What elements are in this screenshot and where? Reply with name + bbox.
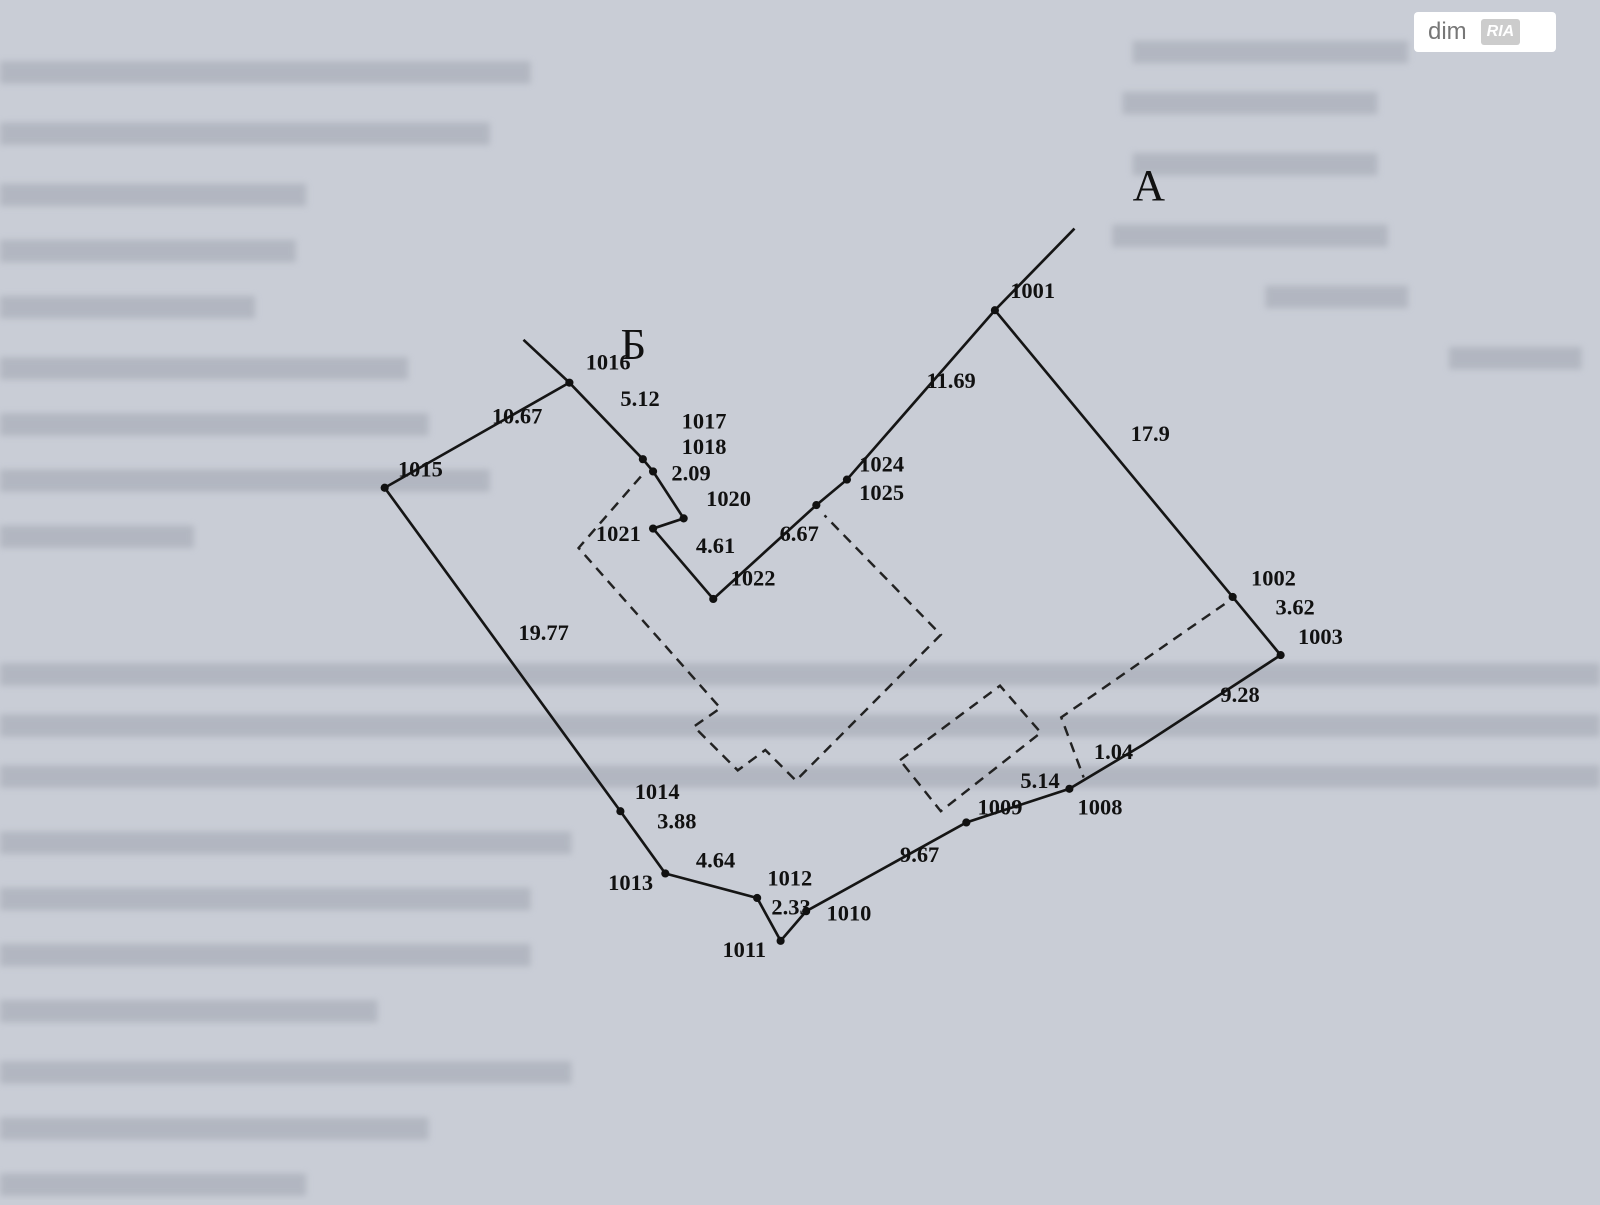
point-label: 1013 <box>608 870 653 895</box>
point-label: 1018 <box>682 434 727 459</box>
segment-length: 5.14 <box>1020 768 1059 793</box>
logo-dim-text: dim <box>1428 18 1467 45</box>
point-label: 1025 <box>859 480 904 505</box>
point-label: 1012 <box>767 866 812 891</box>
point-label: 1014 <box>635 779 680 804</box>
segment-length: 3.88 <box>657 809 696 834</box>
segment-length: 10.67 <box>492 403 542 428</box>
segment-length: 4.64 <box>696 847 735 872</box>
segment-length: 19.77 <box>518 620 568 645</box>
point-label: 1021 <box>596 521 641 546</box>
segment-length: 6.67 <box>780 521 819 546</box>
segment-length: 5.12 <box>620 386 659 411</box>
point-label: 1009 <box>978 794 1023 819</box>
point-label: 1016 <box>586 349 631 374</box>
point-label: 1008 <box>1078 794 1123 819</box>
point-label: 1011 <box>722 937 766 962</box>
segment-length: 11.69 <box>927 368 976 393</box>
direction-a: А <box>1133 160 1166 210</box>
plot-boundary <box>382 227 1283 944</box>
segment-length: 2.09 <box>671 461 710 486</box>
background-blur-text <box>0 40 1600 1196</box>
point-label: 1010 <box>827 900 872 925</box>
segment-length: 1.04 <box>1094 739 1133 764</box>
logo-ria-badge: RIA <box>1480 19 1521 45</box>
point-label: 1024 <box>859 451 904 476</box>
point-label: 1022 <box>731 566 776 591</box>
segment-length: 17.9 <box>1131 421 1170 446</box>
direction-b: Б <box>620 319 646 369</box>
segment-length: 9.67 <box>900 842 939 867</box>
point-label: 1020 <box>706 486 751 511</box>
segment-length: 9.28 <box>1220 682 1259 707</box>
point-label: 1017 <box>682 409 727 434</box>
vertex-markers <box>380 306 1285 945</box>
point-label: 1001 <box>1010 278 1055 303</box>
building-outlines <box>576 475 1226 813</box>
point-label: 1002 <box>1251 566 1296 591</box>
segment-length: 3.62 <box>1276 594 1315 619</box>
segment-length: 2.33 <box>771 894 810 919</box>
segment-length: 4.61 <box>696 533 735 558</box>
dim-ria-logo[interactable]: dim RIA <box>1414 12 1556 52</box>
point-label: 1015 <box>398 457 443 482</box>
point-label: 1003 <box>1298 624 1343 649</box>
